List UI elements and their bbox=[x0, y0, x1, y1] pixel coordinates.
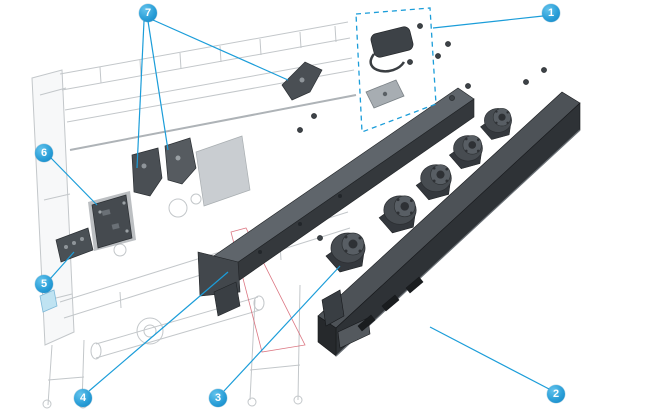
callout-1: 1 bbox=[542, 4, 560, 22]
left-bracket-assembly bbox=[55, 227, 94, 263]
callout-6: 6 bbox=[35, 144, 53, 162]
callout-4: 4 bbox=[74, 389, 92, 407]
sensor-brackets bbox=[131, 61, 323, 207]
rear-beam bbox=[317, 91, 581, 357]
callout-7: 7 bbox=[139, 4, 157, 22]
red-reference-lines bbox=[230, 227, 306, 353]
pcb-assembly bbox=[88, 191, 136, 251]
blue-trim-part bbox=[39, 289, 58, 313]
callout-3: 3 bbox=[209, 389, 227, 407]
center-beam bbox=[197, 87, 475, 317]
callout-leader-lines bbox=[49, 15, 550, 392]
callout-2: 2 bbox=[547, 385, 565, 403]
screws bbox=[297, 41, 547, 241]
cable-unit bbox=[365, 23, 423, 109]
callout-5: 5 bbox=[35, 275, 53, 293]
dashed-region bbox=[355, 7, 437, 133]
